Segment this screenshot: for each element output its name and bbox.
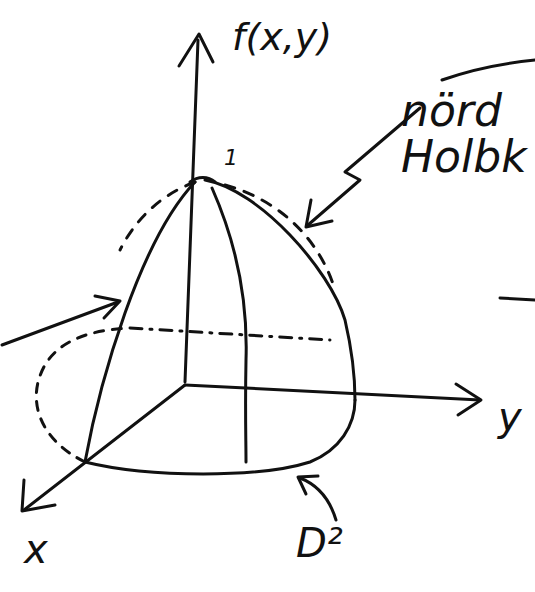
arrowhead [298, 476, 318, 494]
arrowhead [22, 480, 55, 511]
meridian [212, 188, 246, 462]
axis-label: x [24, 528, 48, 570]
value-label: 1 [224, 146, 238, 169]
arrowhead [306, 200, 332, 227]
arrowhead [95, 296, 120, 318]
axis-label: f(x,y) [232, 18, 332, 58]
y-axis [185, 385, 480, 400]
x-axis [24, 385, 185, 510]
axis-label: y [498, 396, 522, 438]
disk-boundary [85, 400, 355, 474]
note-text: nörd Holbk [401, 88, 531, 180]
hidden-outline [120, 182, 195, 250]
hidden-outline [225, 185, 335, 290]
dome-outline [205, 180, 355, 400]
arrowhead [179, 34, 213, 66]
hidden-boundary [130, 328, 330, 340]
pointer-arrow [300, 478, 336, 520]
frame-line [442, 60, 535, 80]
hidden-boundary [36, 328, 130, 462]
arrowhead [456, 384, 481, 415]
set-label: D² [296, 522, 343, 564]
pointer-arrow [2, 302, 118, 345]
frame-line [500, 298, 535, 300]
dome-outline [85, 182, 195, 462]
